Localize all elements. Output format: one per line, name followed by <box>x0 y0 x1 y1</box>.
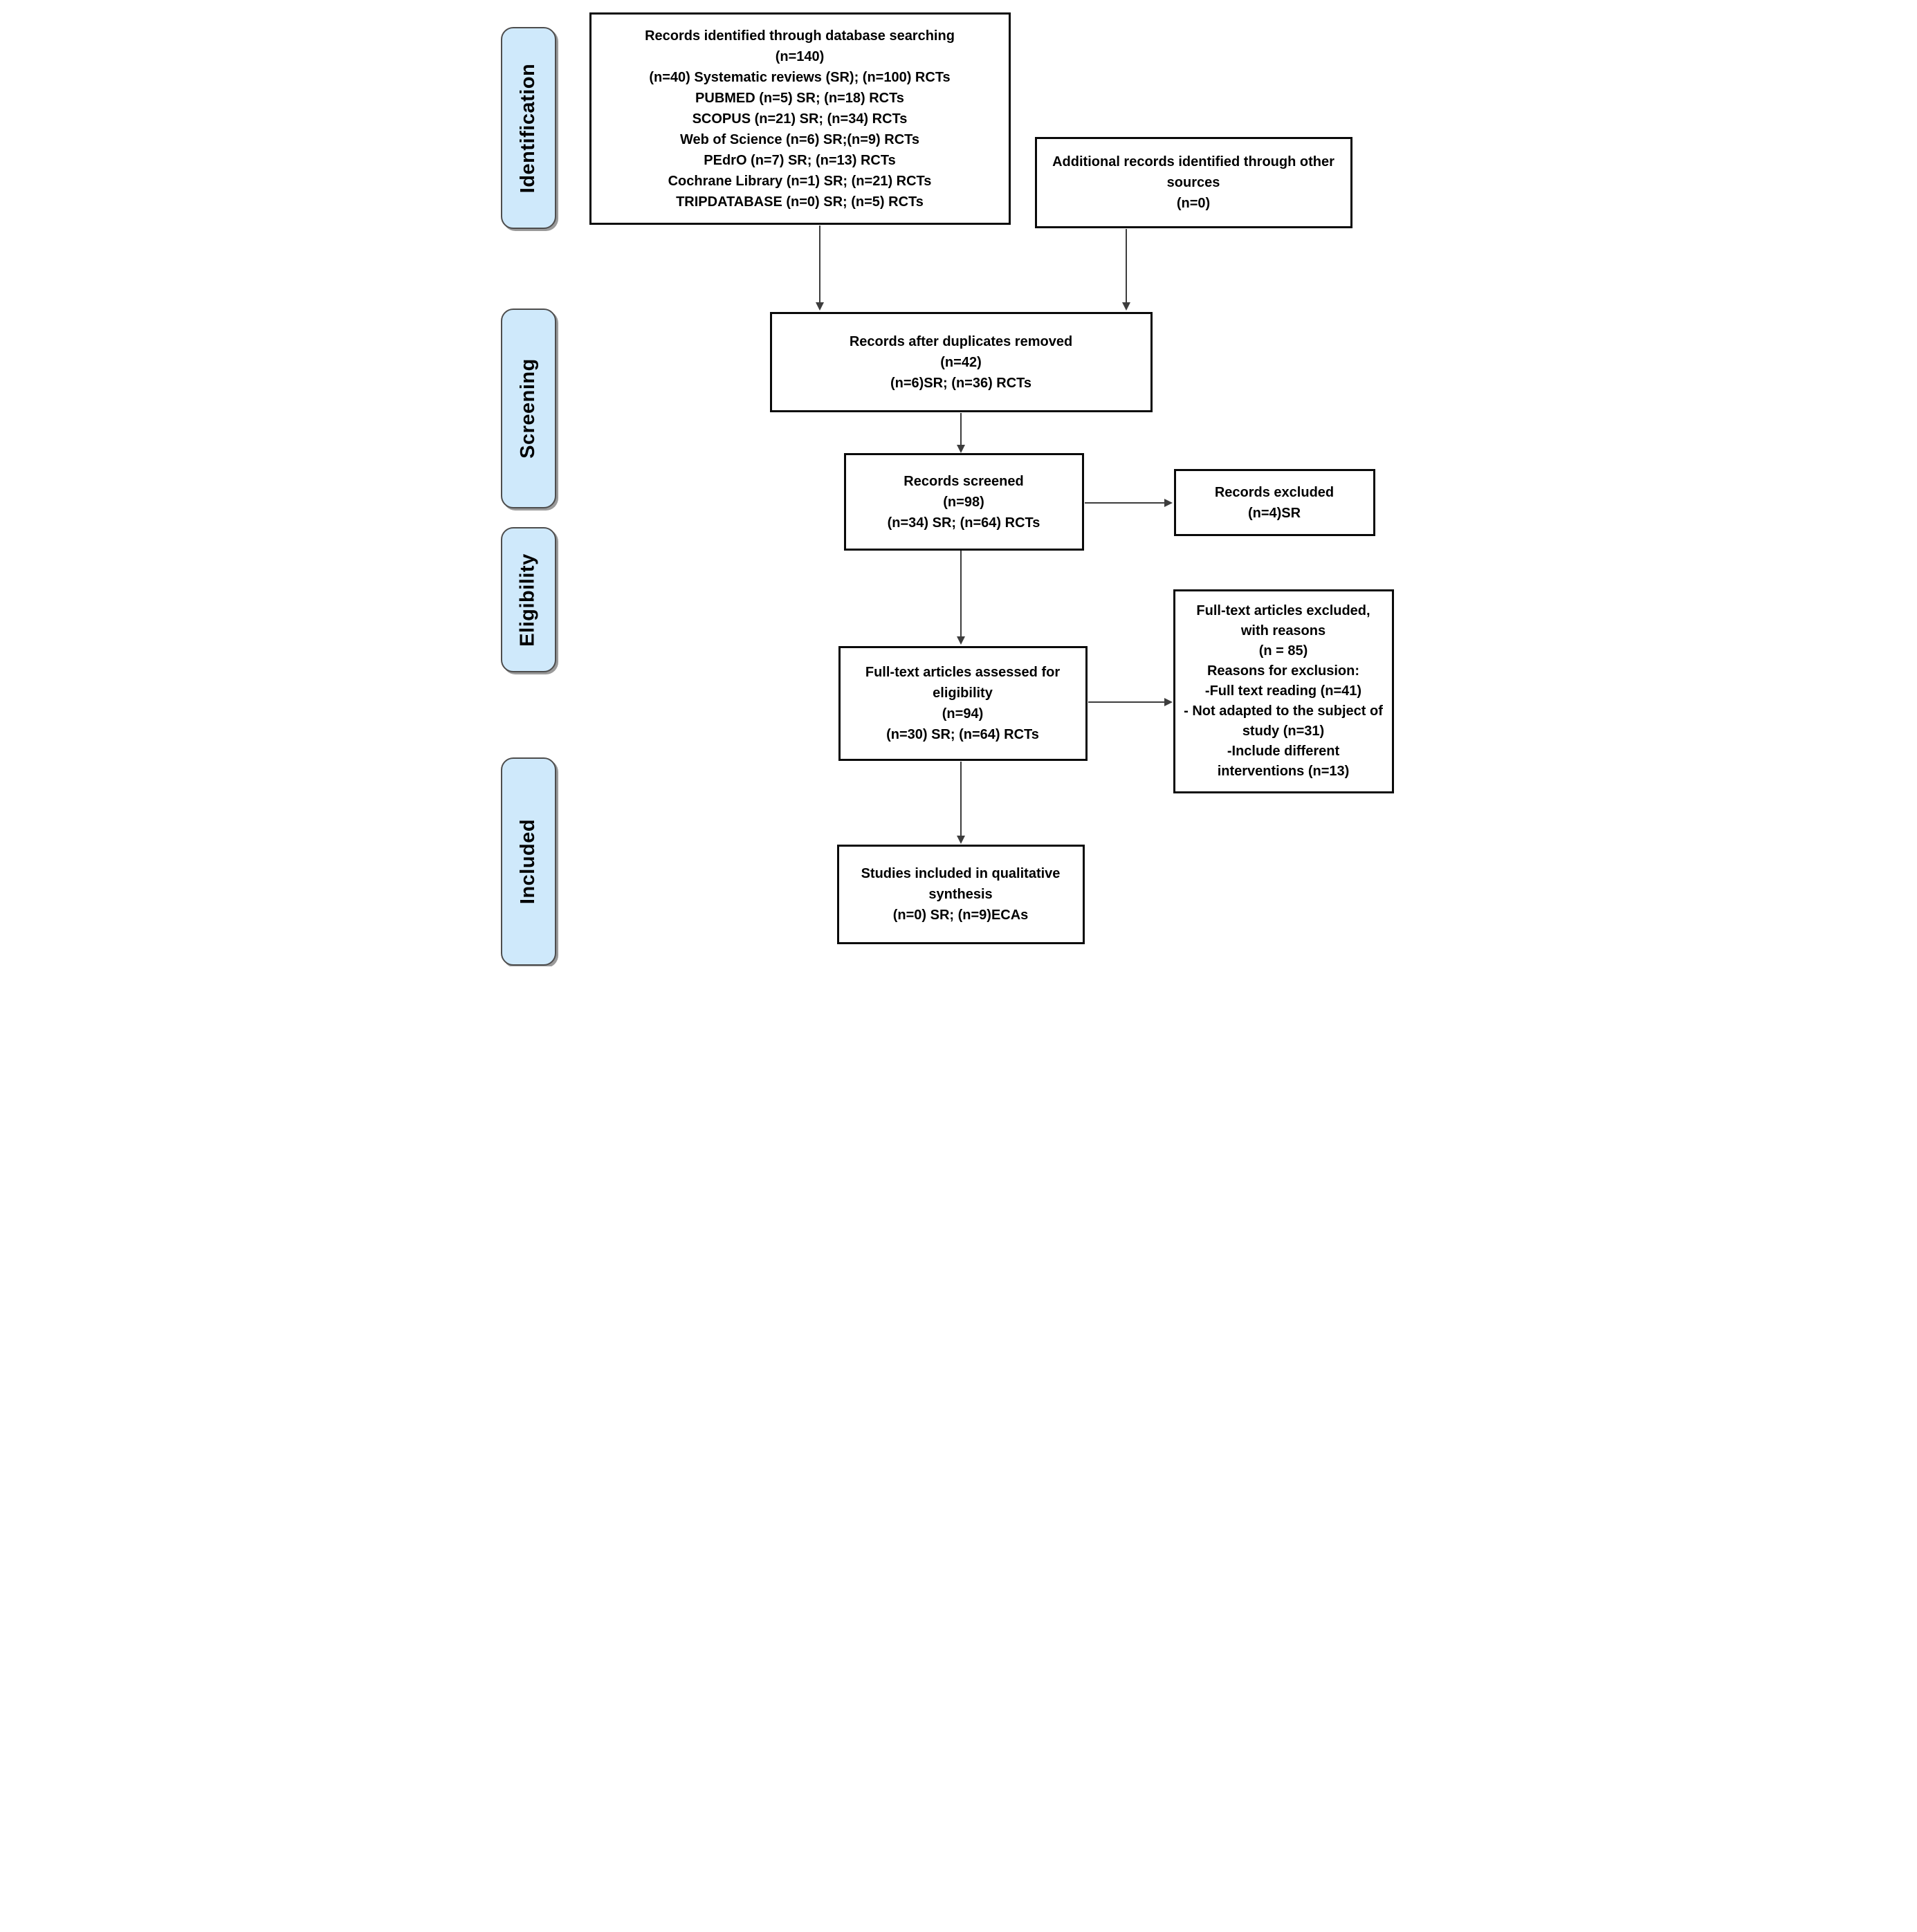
box-line: (n=34) SR; (n=64) RCTs <box>887 515 1040 531</box>
box-records-excluded: Records excluded (n=4)SR <box>1173 469 1375 536</box>
arrow-fulltext-to-included <box>956 762 965 844</box>
box-line: Additional records identified through ot… <box>1052 154 1334 190</box>
box-additional-records: Additional records identified through ot… <box>1034 137 1352 228</box>
box-line: PEdrO (n=7) SR; (n=13) RCTs <box>704 152 896 168</box>
box-line: Studies included in qualitative synthesi… <box>861 866 1061 902</box>
box-line: Records screened <box>904 473 1024 489</box>
box-studies-included: Studies included in qualitative synthesi… <box>836 845 1085 944</box>
box-line: -Full text reading (n=41) <box>1204 683 1362 699</box>
stage-identification: Identification <box>500 27 556 229</box>
arrow-identified-to-duplicates <box>815 226 824 311</box>
box-line: SCOPUS (n=21) SR; (n=34) RCTs <box>692 111 908 127</box>
box-line: Full-text articles assessed for eligibil… <box>865 665 1061 701</box>
stage-eligibility-label: Eligibility <box>517 553 539 647</box>
stage-eligibility: Eligibility <box>500 527 556 672</box>
box-fulltext-excluded: Full-text articles excluded, with reason… <box>1173 589 1394 793</box>
box-line: PUBMED (n=5) SR; (n=18) RCTs <box>695 90 904 106</box>
stage-identification-label: Identification <box>517 63 540 193</box>
box-line: Records identified through database sear… <box>645 28 955 44</box>
box-line: Full-text articles excluded, with reason… <box>1196 603 1370 638</box>
stage-screening-label: Screening <box>517 358 539 459</box>
box-line: (n=98) <box>943 494 984 510</box>
box-line: Cochrane Library (n=1) SR; (n=21) RCTs <box>668 173 932 189</box>
box-fulltext-assessed: Full-text articles assessed for eligibil… <box>838 646 1088 761</box>
prisma-flow-diagram: Identification Screening Eligibility Inc… <box>479 0 1438 966</box>
box-line: Records after duplicates removed <box>849 333 1073 349</box>
box-line: Records excluded <box>1214 484 1334 500</box>
stage-included-label: Included <box>517 818 540 905</box>
box-line: TRIPDATABASE (n=0) SR; (n=5) RCTs <box>676 194 924 210</box>
box-line: Web of Science (n=6) SR;(n=9) RCTs <box>680 131 919 147</box>
arrow-screened-to-excluded <box>1084 499 1173 507</box>
box-records-screened: Records screened (n=98) (n=34) SR; (n=64… <box>843 453 1084 551</box>
box-records-after-duplicates: Records after duplicates removed (n=42) … <box>769 312 1153 412</box>
box-line: (n=40) Systematic reviews (SR); (n=100) … <box>649 69 951 85</box>
box-line: (n=42) <box>940 354 982 370</box>
stage-included: Included <box>500 757 556 966</box>
box-records-identified: Records identified through database sear… <box>589 12 1011 225</box>
box-line: (n=94) <box>942 706 984 721</box>
box-line: (n=0) <box>1176 196 1211 211</box>
box-line: (n = 85) <box>1258 643 1308 659</box>
box-line: Reasons for exclusion: <box>1207 663 1360 679</box>
arrow-fulltext-to-excluded <box>1088 698 1173 706</box>
arrow-screened-to-fulltext <box>956 551 965 645</box>
box-line: -Include different interventions (n=13) <box>1217 744 1350 779</box>
box-line: (n=0) SR; (n=9)ECAs <box>892 908 1029 923</box>
arrow-duplicates-to-screened <box>956 413 965 453</box>
box-line: (n=6)SR; (n=36) RCTs <box>890 375 1032 391</box>
box-line: (n=4)SR <box>1247 505 1301 521</box>
box-line: (n=140) <box>775 48 825 64</box>
box-line: (n=30) SR; (n=64) RCTs <box>886 727 1039 742</box>
arrow-additional-to-duplicates <box>1121 229 1130 311</box>
stage-screening: Screening <box>500 309 556 508</box>
box-line: - Not adapted to the subject of study (n… <box>1184 703 1383 739</box>
